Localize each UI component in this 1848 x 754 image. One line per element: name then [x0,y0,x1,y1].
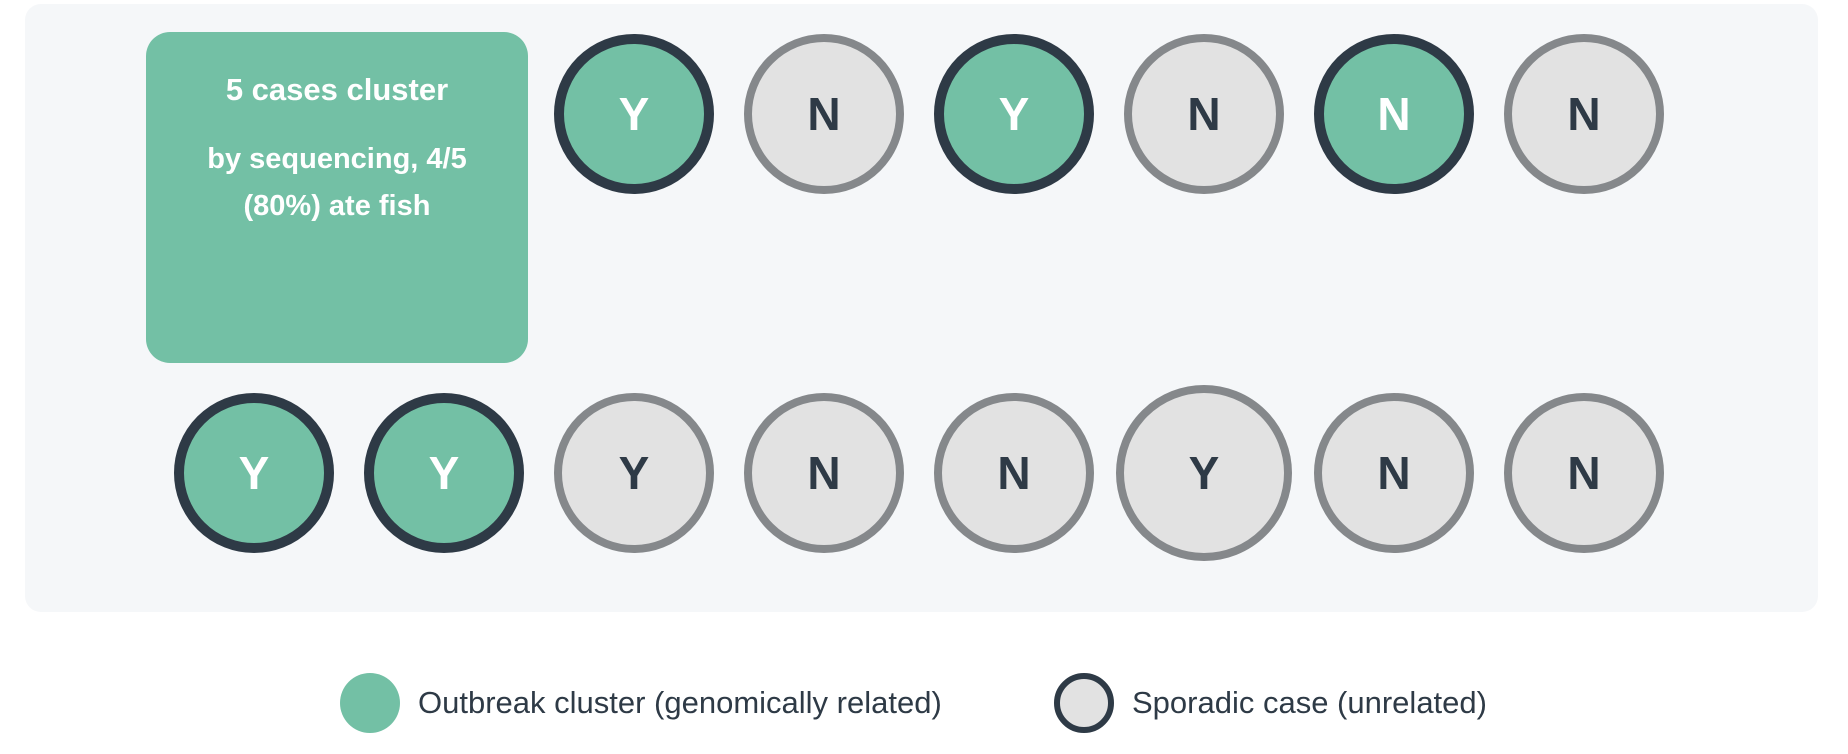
case-circle-sporadic[interactable]: N [744,393,904,553]
case-circle-sporadic[interactable]: Y [554,393,714,553]
annotation-body: by sequencing, 4/5 (80%) ate fish [207,143,467,222]
case-circle-outbreak[interactable]: N [1314,34,1474,194]
case-circle-outbreak[interactable]: Y [174,393,334,553]
legend-label-sporadic: Sporadic case (unrelated) [1132,685,1487,720]
annotation-title: 5 cases cluster [225,72,449,107]
cluster-annotation: 5 cases cluster by sequencing, 4/5 (80%)… [146,32,528,363]
case-circle-sporadic[interactable]: N [1124,34,1284,194]
outbreak-swatch-icon [340,673,400,733]
case-circle-sporadic[interactable]: Y [1116,385,1292,561]
case-circle-outbreak[interactable]: Y [934,34,1094,194]
case-circle-sporadic[interactable]: N [1314,393,1474,553]
case-circle-outbreak[interactable]: Y [554,34,714,194]
sporadic-swatch-icon [1054,673,1114,733]
chart-panel: 5 cases cluster by sequencing, 4/5 (80%)… [25,4,1818,612]
case-circle-outbreak[interactable]: Y [364,393,524,553]
case-circle-sporadic[interactable]: N [934,393,1094,553]
case-circle-sporadic[interactable]: N [1504,34,1664,194]
legend-label-outbreak: Outbreak cluster (genomically related) [418,685,942,720]
legend-item-sporadic: Sporadic case (unrelated) [1054,673,1487,733]
case-circle-sporadic[interactable]: N [1504,393,1664,553]
legend-item-outbreak: Outbreak cluster (genomically related) [340,673,942,733]
case-circle-sporadic[interactable]: N [744,34,904,194]
